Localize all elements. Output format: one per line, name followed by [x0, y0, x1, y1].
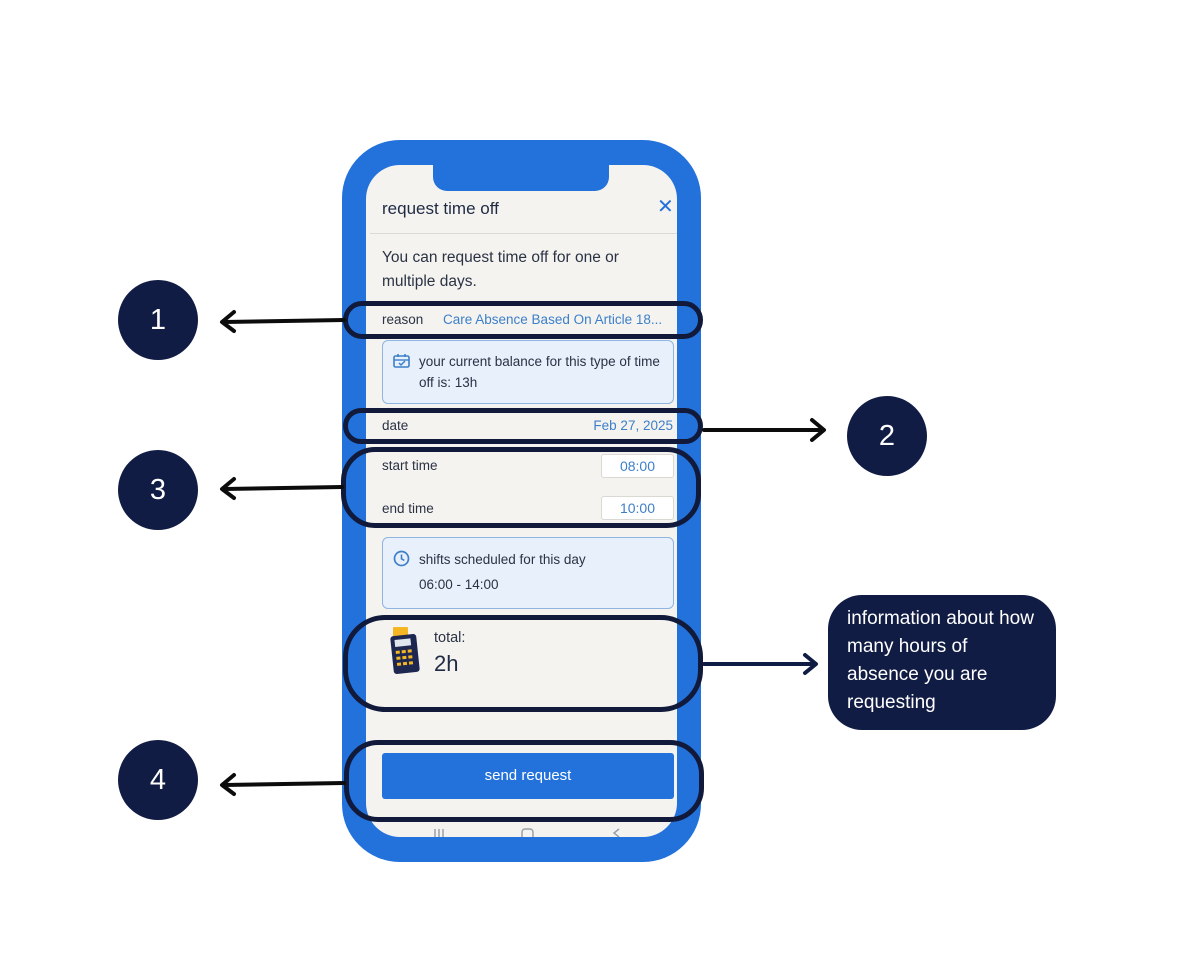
- reason-select[interactable]: Care Absence Based On Article 18...: [443, 312, 663, 327]
- marker-1: 1: [118, 280, 198, 360]
- date-picker[interactable]: Feb 27, 2025: [593, 418, 673, 433]
- calendar-check-icon: [393, 354, 410, 368]
- close-icon[interactable]: ✕: [657, 196, 674, 218]
- shifts-info-box: [382, 537, 674, 609]
- send-request-button[interactable]: send request: [382, 753, 674, 799]
- total-value: 2h: [434, 651, 459, 676]
- shifts-range: 06:00 - 14:00: [419, 577, 499, 592]
- reason-label: reason: [382, 312, 424, 327]
- highlight-date: [343, 408, 703, 444]
- start-time-label: start time: [382, 458, 438, 473]
- total-label: total:: [434, 630, 466, 646]
- highlight-total: [343, 615, 703, 712]
- clock-icon: [393, 550, 410, 567]
- marker-2: 2: [847, 396, 927, 476]
- shifts-title: shifts scheduled for this day: [419, 552, 586, 567]
- intro-text: You can request time off for one or mult…: [382, 249, 619, 290]
- marker-4: 4: [118, 740, 198, 820]
- page-title: request time off: [382, 199, 499, 218]
- balance-text: your current balance for this type of ti…: [419, 354, 660, 390]
- end-time-label: end time: [382, 501, 434, 516]
- date-label: date: [382, 418, 409, 433]
- end-time-field[interactable]: 10:00: [601, 496, 674, 520]
- header-divider: [370, 233, 677, 234]
- highlight-send: [344, 740, 704, 822]
- balance-info-box: [382, 340, 674, 404]
- phone-notch: [433, 165, 609, 191]
- calculator-icon: [390, 627, 420, 674]
- android-nav-bar[interactable]: [366, 820, 677, 837]
- marker-3: 3: [118, 450, 198, 530]
- total-callout: information about how many hours of abse…: [828, 595, 1056, 730]
